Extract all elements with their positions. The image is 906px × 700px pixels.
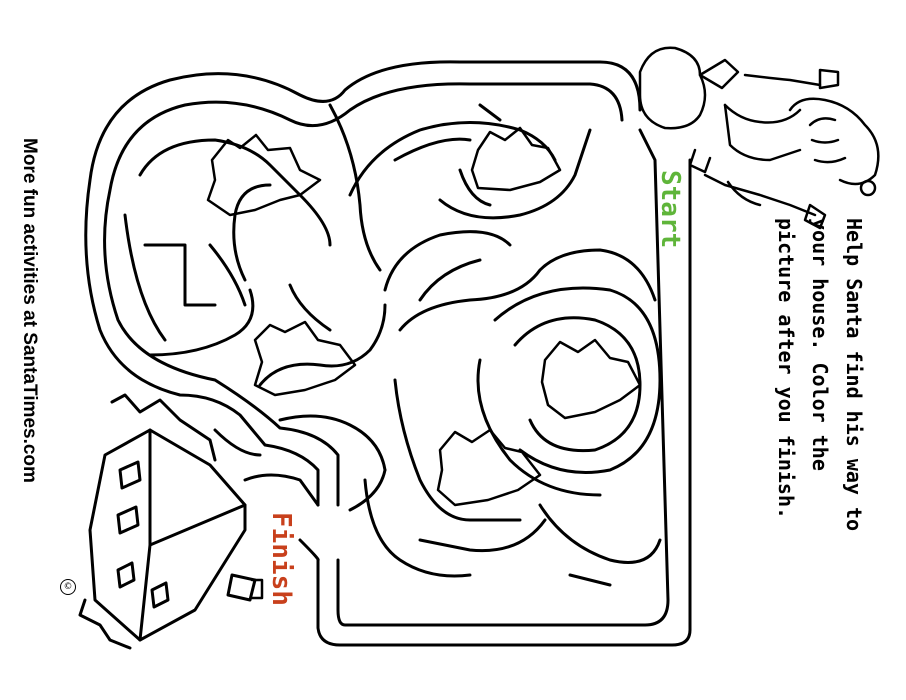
christmas-tree-icon xyxy=(470,126,562,192)
maze-outer-wall xyxy=(84,60,692,647)
santa-with-sack-icon xyxy=(638,46,880,230)
maze-corridors xyxy=(123,103,662,587)
instructions-line-3: picture after you finish. xyxy=(774,218,798,520)
christmas-tree-icon xyxy=(436,428,542,507)
house-icon xyxy=(78,393,257,650)
instructions: Help Santa find his way to your house. C… xyxy=(770,218,890,618)
christmas-tree-icon xyxy=(540,338,642,420)
christmas-tree-icon xyxy=(253,320,357,397)
instructions-line-1: Help Santa find his way to xyxy=(842,218,866,532)
maze-inner-outline xyxy=(103,82,670,627)
christmas-tree-icon xyxy=(206,133,322,217)
copyright-icon: © xyxy=(60,579,76,595)
credit-text: More fun activities at SantaTimes.com xyxy=(19,138,40,483)
start-label: Start xyxy=(655,170,685,249)
finish-label: Finish xyxy=(266,512,296,606)
finish-path-marker xyxy=(250,578,264,600)
instructions-line-2: your house. Color the xyxy=(808,218,832,471)
